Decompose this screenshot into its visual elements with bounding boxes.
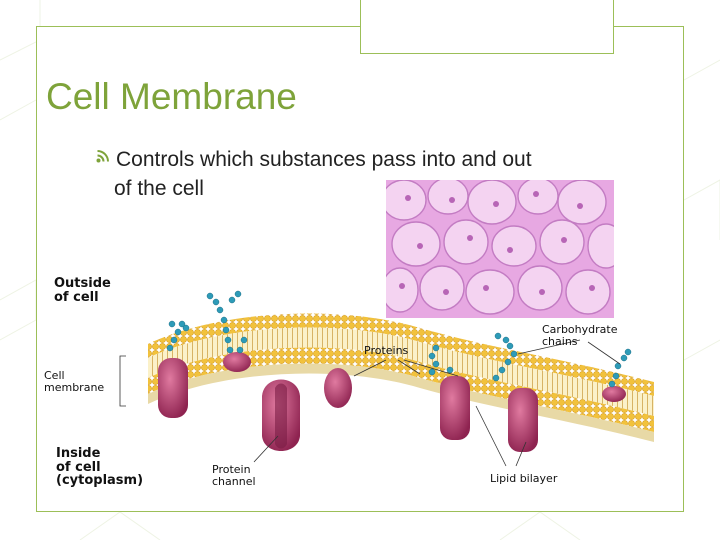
label-cell-membrane: Cell membrane [44,370,104,393]
slide-title: Cell Membrane [46,76,297,118]
label-carbohydrate-chains: Carbohydrate chains [542,324,617,347]
label-outside-of-cell: Outside of cell [54,277,111,304]
label-protein-channel: Protein channel [212,464,256,487]
label-inside-of-cell: Inside of cell (cytoplasm) [56,447,143,488]
bullet-text-line1: Controls which substances pass into and … [116,148,532,171]
label-proteins: Proteins [364,345,408,357]
protein-channel [262,380,300,452]
header-tab [360,0,614,54]
wifi-bullet-icon [96,149,112,163]
label-lipid-bilayer: Lipid bilayer [490,473,557,485]
